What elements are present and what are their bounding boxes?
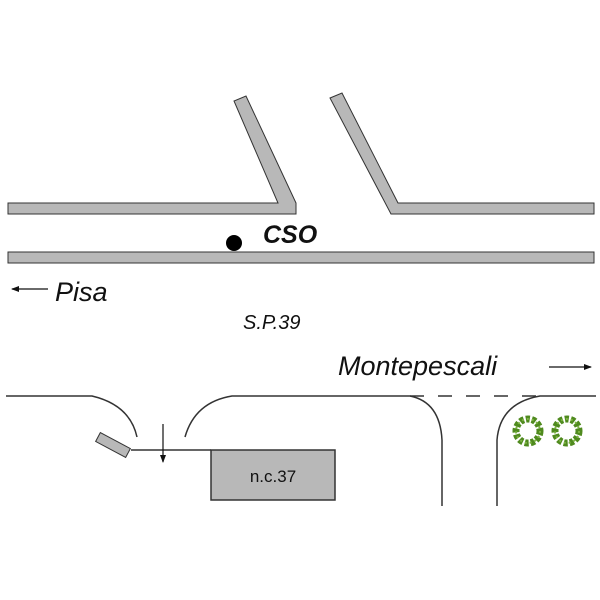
tree-icon bbox=[551, 415, 583, 447]
tree-icon bbox=[512, 415, 544, 447]
cso-label: CSO bbox=[263, 221, 318, 249]
building-label: n.c.37 bbox=[250, 467, 296, 486]
road-upper-right-with-branch bbox=[329, 92, 595, 215]
road-upper-left-with-branch bbox=[7, 95, 297, 215]
road-edge-lower-middle bbox=[184, 395, 443, 506]
road-lower-band bbox=[7, 251, 595, 264]
montepescali-label: Montepescali bbox=[338, 351, 498, 381]
road-edge-lower-right bbox=[496, 395, 596, 506]
gate-barrier bbox=[94, 431, 132, 459]
road-name-label: S.P.39 bbox=[243, 312, 300, 334]
road-edge-lower-left bbox=[6, 395, 138, 438]
pisa-label: Pisa bbox=[55, 277, 108, 307]
cso-marker-icon bbox=[226, 235, 242, 251]
building-nc37 bbox=[210, 449, 336, 501]
